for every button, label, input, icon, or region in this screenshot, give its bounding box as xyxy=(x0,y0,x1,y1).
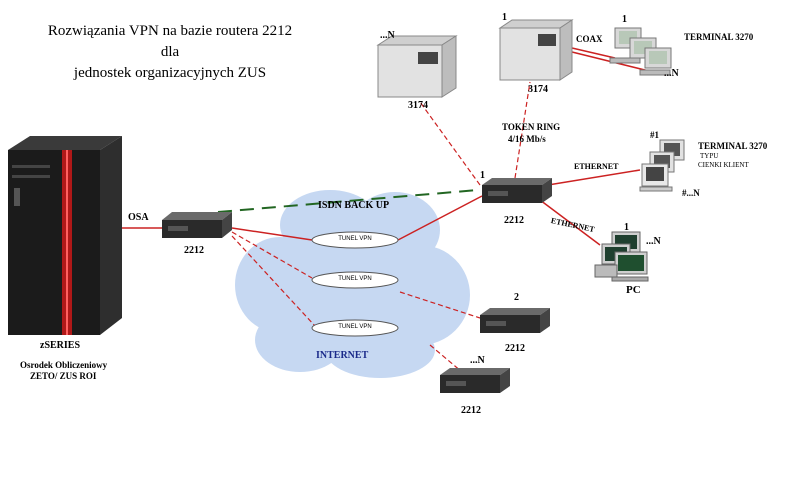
terminal-eth-type1: TYPU xyxy=(700,152,719,160)
link-hub-ctrl2 xyxy=(514,81,531,179)
tunnel-vpn-2-label: TUNEL VPN xyxy=(338,276,372,282)
link-cloud-branchN xyxy=(429,344,463,373)
router-left-label: 2212 xyxy=(184,245,204,256)
controller-right-num: 1 xyxy=(502,12,507,23)
tunnel-vpn-2: TUNEL VPN xyxy=(313,273,397,286)
diagram-title-line1: Rozwiązania VPN na bazie routera 2212 xyxy=(47,23,293,39)
controller-3174-left-icon xyxy=(376,35,458,98)
isdn-label: ISDN BACK UP xyxy=(318,200,390,211)
router-branch2-num: 2 xyxy=(514,292,519,303)
tunnel-vpn-3-label: TUNEL VPN xyxy=(338,324,372,330)
diagram-title-line3: jednostek organizacyjnych ZUS xyxy=(73,65,267,81)
router-branchN-label: 2212 xyxy=(461,405,481,416)
tunnel-vpn-1-shape xyxy=(311,231,399,249)
internet-cloud xyxy=(235,190,470,378)
router-hub-label: 2212 xyxy=(504,215,524,226)
router-2212-branch2-icon xyxy=(480,308,550,333)
router-branch2-label: 2212 xyxy=(505,343,525,354)
router-2212-branchN-icon xyxy=(440,368,510,393)
controller-left-label: 3174 xyxy=(408,100,428,111)
token-ring-speed: 4/16 Mb/s xyxy=(508,134,546,144)
tunnel-vpn-2-shape xyxy=(311,271,399,289)
router-2212-hub-icon xyxy=(482,178,552,203)
diagram-title-line2: dla xyxy=(160,44,180,60)
link-hub-pc xyxy=(539,199,601,246)
tunnel-vpn-3-shape xyxy=(311,319,399,337)
router-hub-port-label: 1 xyxy=(480,170,485,181)
terminal-eth-label: TERMINAL 3270 xyxy=(698,141,768,151)
tunnel-vpn-1-label: TUNEL VPN xyxy=(338,236,372,242)
pc-numN: ...N xyxy=(646,236,661,247)
terminal-eth-num1: #1 xyxy=(650,130,659,140)
mainframe-label: zSERIES xyxy=(40,340,81,351)
link-router-tunnel3 xyxy=(231,235,316,327)
link-cloud-branch2 xyxy=(399,291,481,319)
terminal-coax-numN: ...N xyxy=(664,68,679,79)
pc-num1: 1 xyxy=(624,222,629,233)
internet-label: INTERNET xyxy=(316,350,369,361)
osa-label: OSA xyxy=(128,212,149,223)
link-hub-eth-terminal xyxy=(547,169,641,186)
coax-label: COAX xyxy=(576,34,603,44)
ethernet-label-1: ETHERNET xyxy=(574,162,619,171)
router-2212-left-icon xyxy=(162,212,232,238)
center-label-line2: ZETO/ ZUS ROI xyxy=(30,371,97,381)
pc-label: PC xyxy=(626,284,641,296)
tunnel-vpn-3: TUNEL VPN xyxy=(313,321,397,334)
controller-3174-right-icon xyxy=(498,19,574,81)
link-router-tunnel1 xyxy=(231,227,313,241)
mainframe-icon xyxy=(8,136,122,335)
terminal-eth-type2: CIENKI KLIENT xyxy=(698,161,749,169)
pc-group-icon xyxy=(594,231,649,282)
link-router-tunnel2 xyxy=(231,231,313,279)
center-label-line1: Osrodek Obliczeniowy xyxy=(20,360,108,370)
terminal-3270-eth-group-icon xyxy=(639,139,685,192)
link-hub-ctrl1 xyxy=(419,101,481,186)
terminal-eth-numN: #...N xyxy=(682,188,700,198)
terminal-coax-label: TERMINAL 3270 xyxy=(684,32,754,42)
terminal-coax-num1: 1 xyxy=(622,14,627,25)
token-ring-label: TOKEN RING xyxy=(502,122,561,132)
controller-left-num: ...N xyxy=(380,30,395,41)
router-branchN-num: ...N xyxy=(470,355,485,366)
terminal-3270-coax-group-icon xyxy=(609,27,672,76)
tunnel-vpn-1: TUNEL VPN xyxy=(313,233,397,246)
link-coax xyxy=(571,47,616,59)
link-tunnel1-hub xyxy=(397,195,483,241)
controller-right-label: 3174 xyxy=(528,84,548,95)
